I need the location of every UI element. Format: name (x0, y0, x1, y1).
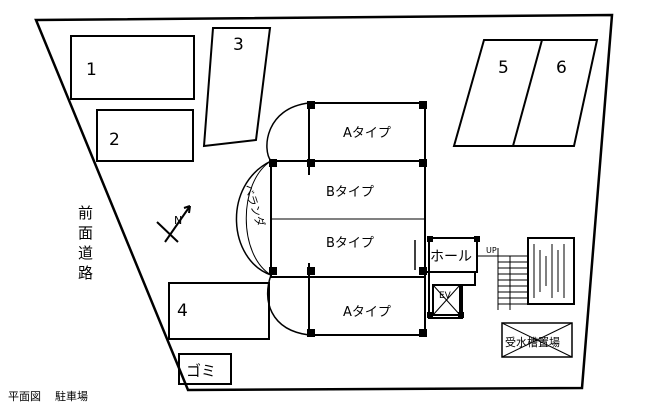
parking-label-5: 5 (498, 58, 509, 78)
site-boundary (34, 13, 614, 392)
room-label-hall: ホール (430, 249, 472, 265)
room-label-water-tank: 受水槽置場 (505, 336, 560, 349)
road-label-2: 面 (78, 224, 93, 242)
parking-space-3 (202, 27, 272, 148)
room-label-a-bottom: Aタイプ (343, 305, 391, 320)
parking-label-2: 2 (109, 130, 120, 150)
room-label-b-upper: Bタイプ (326, 185, 374, 200)
room-label-garbage: ゴミ (186, 362, 216, 380)
road-label-1: 前 (78, 204, 93, 222)
parking-space-5-6 (452, 39, 599, 147)
balcony-outline (235, 102, 310, 336)
road-label-3: 道 (78, 244, 93, 262)
north-label: N (174, 214, 182, 227)
parking-label-3: 3 (233, 35, 244, 55)
parking-space-2 (96, 109, 194, 162)
water-tank-area (501, 322, 573, 358)
parking-divider (512, 39, 543, 147)
caption-parking: 駐車場 (55, 390, 88, 403)
room-label-b-lower: Bタイプ (326, 236, 374, 251)
room-label-ev: EV (439, 291, 452, 301)
elevator (432, 284, 461, 316)
parking-space-4 (168, 282, 270, 340)
parking-label-6: 6 (556, 58, 567, 78)
parking-label-4: 4 (177, 301, 188, 321)
parking-space-1 (70, 35, 195, 100)
garbage-area (178, 353, 232, 385)
room-label-up: UP (486, 246, 497, 255)
caption-plan: 平面図 (8, 390, 41, 403)
unit-a-bottom (308, 276, 426, 336)
parking-label-1: 1 (86, 60, 97, 80)
hall (428, 237, 478, 273)
north-arrow-icon (156, 205, 191, 243)
road-label-4: 路 (78, 264, 93, 282)
caption: 平面図 駐車場 (8, 388, 102, 404)
staircase (477, 237, 575, 310)
room-label-a-top: Aタイプ (343, 126, 391, 141)
